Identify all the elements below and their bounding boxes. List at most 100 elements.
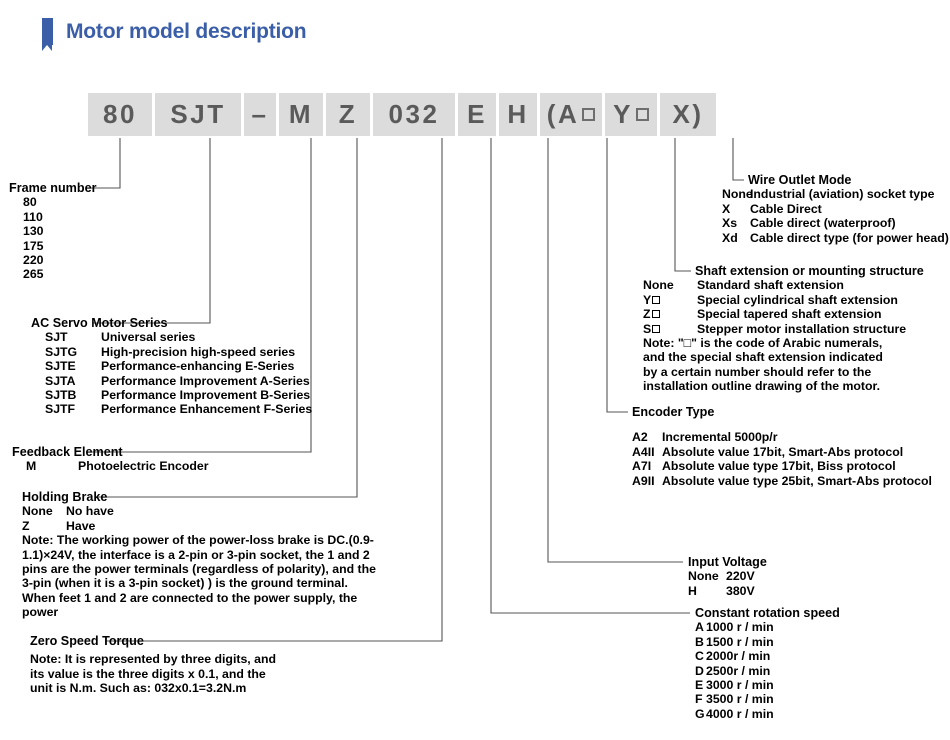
series-desc: Performance Improvement B-Series [101, 388, 311, 403]
encoder-type-desc: Absolute value type 25bit, Smart-Abs pro… [662, 473, 932, 488]
input-voltage-desc: 380V [726, 583, 755, 598]
encoder-type-code: A7I [632, 459, 652, 474]
shaft-extension-code: S [643, 322, 697, 336]
model-code-cell-7: H [499, 93, 537, 136]
encoder-type-code: A9II [632, 473, 655, 488]
annotation-series: AC Servo Motor Series SJT Universal serie… [31, 316, 312, 417]
input-voltage-code: H [688, 583, 697, 598]
rotation-speed-code: A [695, 620, 704, 635]
wire-outlet-desc: Cable direct (waterproof) [750, 216, 896, 231]
series-code: SJTB [45, 388, 77, 403]
series-item: SJTB Performance Improvement B-Series [45, 388, 312, 402]
wire-outlet-code: Xs [722, 216, 738, 231]
rotation-speed-code: B [695, 634, 704, 649]
series-title: AC Servo Motor Series [31, 316, 168, 330]
frame-number-item: 130 [23, 224, 44, 239]
shaft-extension-code: Z [643, 307, 697, 321]
encoder-type-item: A4II Absolute value 17bit, Smart-Abs prot… [632, 445, 932, 459]
encoder-type-code: A4II [632, 444, 655, 459]
shaft-extension-desc: Special tapered shaft extension [697, 307, 882, 322]
leader-encoder-type [606, 138, 628, 413]
frame-number-title: Frame number [9, 181, 97, 195]
annotation-shaft-extension: Shaft extension or mounting structure No… [643, 264, 947, 394]
zero-speed-torque-title: Zero Speed Torque [30, 634, 144, 648]
encoder-type-item: A7I Absolute value type 17bit, Biss proto… [632, 459, 932, 473]
rotation-speed-code: F [695, 692, 703, 707]
encoder-type-desc: Absolute value type 17bit, Biss protocol [662, 459, 896, 474]
frame-number-item: 110 [23, 209, 43, 224]
shaft-extension-code: Y [643, 293, 697, 307]
header-marker-icon [42, 18, 53, 51]
leader-wire-outlet [732, 138, 744, 181]
series-code: SJTF [45, 402, 76, 417]
series-code: SJT [45, 330, 68, 345]
annotation-wire-outlet: Wire Outlet Mode NoneIndustrial (aviatio… [722, 173, 949, 245]
shaft-extension-title: Shaft extension or mounting structure [695, 264, 924, 278]
model-code-cell-1: SJT [155, 93, 241, 136]
encoder-type-desc: Absolute value 17bit, Smart-Abs protocol [662, 444, 904, 459]
input-voltage-title: Input Voltage [688, 555, 767, 569]
wire-outlet-item: NoneIndustrial (aviation) socket type [722, 187, 949, 201]
holding-brake-desc: No have [66, 504, 114, 519]
series-desc: Performance-enhancing E-Series [101, 359, 295, 374]
frame-number-item: 265 [23, 267, 44, 282]
model-code-cell-4: Z [326, 93, 370, 136]
model-code-cell-3: M [279, 93, 323, 136]
input-voltage-code: None [688, 569, 719, 584]
leader-shaft-extension [674, 138, 691, 272]
rotation-speed-code: C [695, 649, 704, 664]
wire-outlet-code: None [722, 187, 753, 202]
rotation-speed-desc: 3000 r / min [706, 678, 774, 693]
series-item: SJTE Performance-enhancing E-Series [45, 359, 312, 373]
rotation-speed-desc: 1000 r / min [706, 620, 774, 635]
frame-number-item: 80 [23, 195, 37, 210]
model-code-cell-2: – [244, 93, 276, 136]
series-desc: Universal series [101, 330, 196, 345]
model-code-cell-5: 032 [373, 93, 455, 136]
feedback-title: Feedback Element [12, 445, 123, 459]
rotation-speed-desc: 2500r / min [706, 663, 771, 678]
placeholder-box-icon [651, 310, 660, 319]
annotation-zero-speed-torque: Zero Speed Torque Note: It is represente… [30, 634, 330, 696]
rotation-speed-code: G [695, 706, 705, 721]
placeholder-box-icon [652, 324, 661, 333]
series-code: SJTA [45, 373, 76, 388]
wire-outlet-desc: Cable direct type (for power head) [750, 230, 949, 245]
rotation-speed-item: G4000 r / min [695, 707, 840, 721]
wire-outlet-desc: Cable Direct [750, 201, 822, 216]
encoder-type-title: Encoder Type [632, 405, 715, 419]
series-code: SJTG [45, 344, 78, 359]
frame-number-item: 220 [23, 253, 44, 268]
holding-brake-code: Z [22, 518, 30, 533]
model-code-cell-10: X) [660, 93, 716, 136]
series-code: SJTE [45, 359, 76, 374]
series-desc: Performance Enhancement F-Series [101, 402, 313, 417]
page-title: Motor model description [66, 19, 307, 43]
rotation-speed-desc: 3500 r / min [706, 692, 774, 707]
holding-brake-note: Note: The working power of the power-los… [22, 533, 376, 620]
series-item: SJTF Performance Enhancement F-Series [45, 402, 312, 416]
encoder-type-item: A9II Absolute value type 25bit, Smart-Abs… [632, 474, 932, 488]
